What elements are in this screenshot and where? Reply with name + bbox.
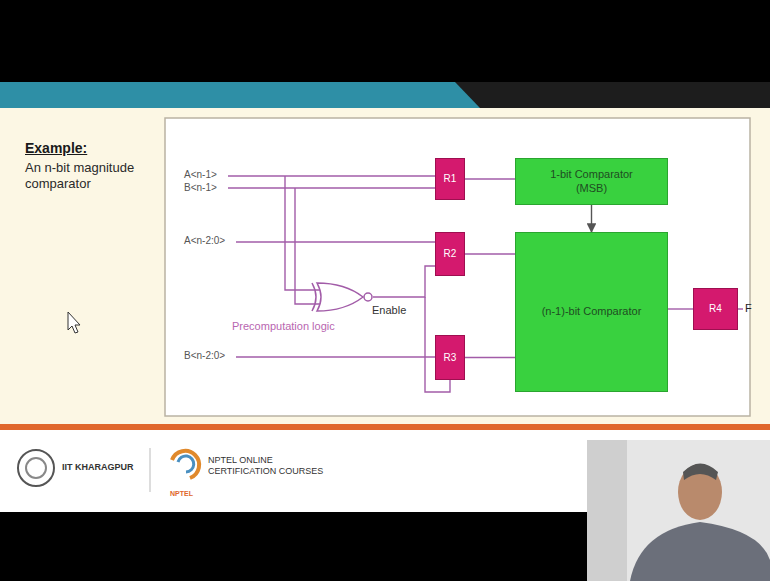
example-heading: Example: — [25, 140, 87, 158]
connector — [591, 205, 592, 232]
iit-logo-inner — [26, 458, 46, 478]
connector — [668, 308, 693, 309]
block-caption: Precomputation logic — [232, 320, 335, 334]
register-box: R4 — [693, 288, 738, 330]
register-name: R1 — [444, 173, 457, 185]
comparator-box: (n-1)-bit Comparator — [515, 232, 668, 392]
register-name: R3 — [444, 352, 457, 364]
video-inset — [587, 440, 770, 581]
speaker-body — [630, 522, 770, 581]
slide-body — [0, 108, 770, 426]
register-box: R3 — [435, 335, 465, 380]
signal-name: A<n-1> — [184, 169, 217, 182]
iit-logo — [18, 450, 54, 486]
nptel-logo — [172, 451, 199, 478]
register-name: R4 — [709, 303, 722, 315]
wire — [295, 188, 322, 304]
footer-rule — [0, 424, 770, 430]
logo-text: NPTEL — [170, 490, 193, 499]
speaker-hair — [683, 464, 718, 481]
wire — [236, 356, 435, 357]
comparator-name: (n-1)-bit Comparator — [542, 305, 642, 318]
header-wedge — [455, 82, 770, 108]
wire — [738, 308, 743, 309]
xnor-gate — [317, 283, 363, 311]
course-name: NPTEL ONLINE CERTIFICATION COURSES — [208, 455, 338, 478]
speaker-head — [678, 464, 722, 520]
example-text: An n-bit magnitude comparator — [25, 160, 143, 193]
comparator-name: 1-bit Comparator (MSB) — [537, 168, 647, 194]
comparator-box: 1-bit Comparator (MSB) — [515, 158, 668, 205]
connector — [465, 357, 515, 358]
signal-name: B<n-1> — [184, 182, 217, 195]
xnor-gate — [312, 283, 316, 311]
register-box: R2 — [435, 232, 465, 276]
signal-name: A<n-2:0> — [184, 235, 225, 248]
signal-name: Enable — [372, 304, 406, 318]
wire — [285, 176, 322, 290]
institute-name: IIT KHARAGPUR — [62, 462, 134, 473]
mouse-cursor — [68, 312, 80, 333]
wire — [373, 266, 435, 297]
nptel-logo-inner — [178, 456, 194, 472]
connector — [465, 178, 515, 179]
wire — [228, 187, 435, 188]
header-band — [0, 82, 770, 108]
video-wall — [587, 440, 627, 581]
wire — [228, 175, 435, 176]
diagram-frame — [165, 118, 750, 416]
xnor-bubble — [364, 293, 372, 301]
output-name: F — [745, 302, 752, 316]
wire — [236, 241, 435, 242]
register-box: R1 — [435, 158, 465, 200]
register-name: R2 — [444, 248, 457, 260]
connector — [465, 253, 515, 254]
footer-divider — [150, 448, 151, 492]
top-bar — [0, 0, 770, 82]
signal-name: B<n-2:0> — [184, 350, 225, 363]
